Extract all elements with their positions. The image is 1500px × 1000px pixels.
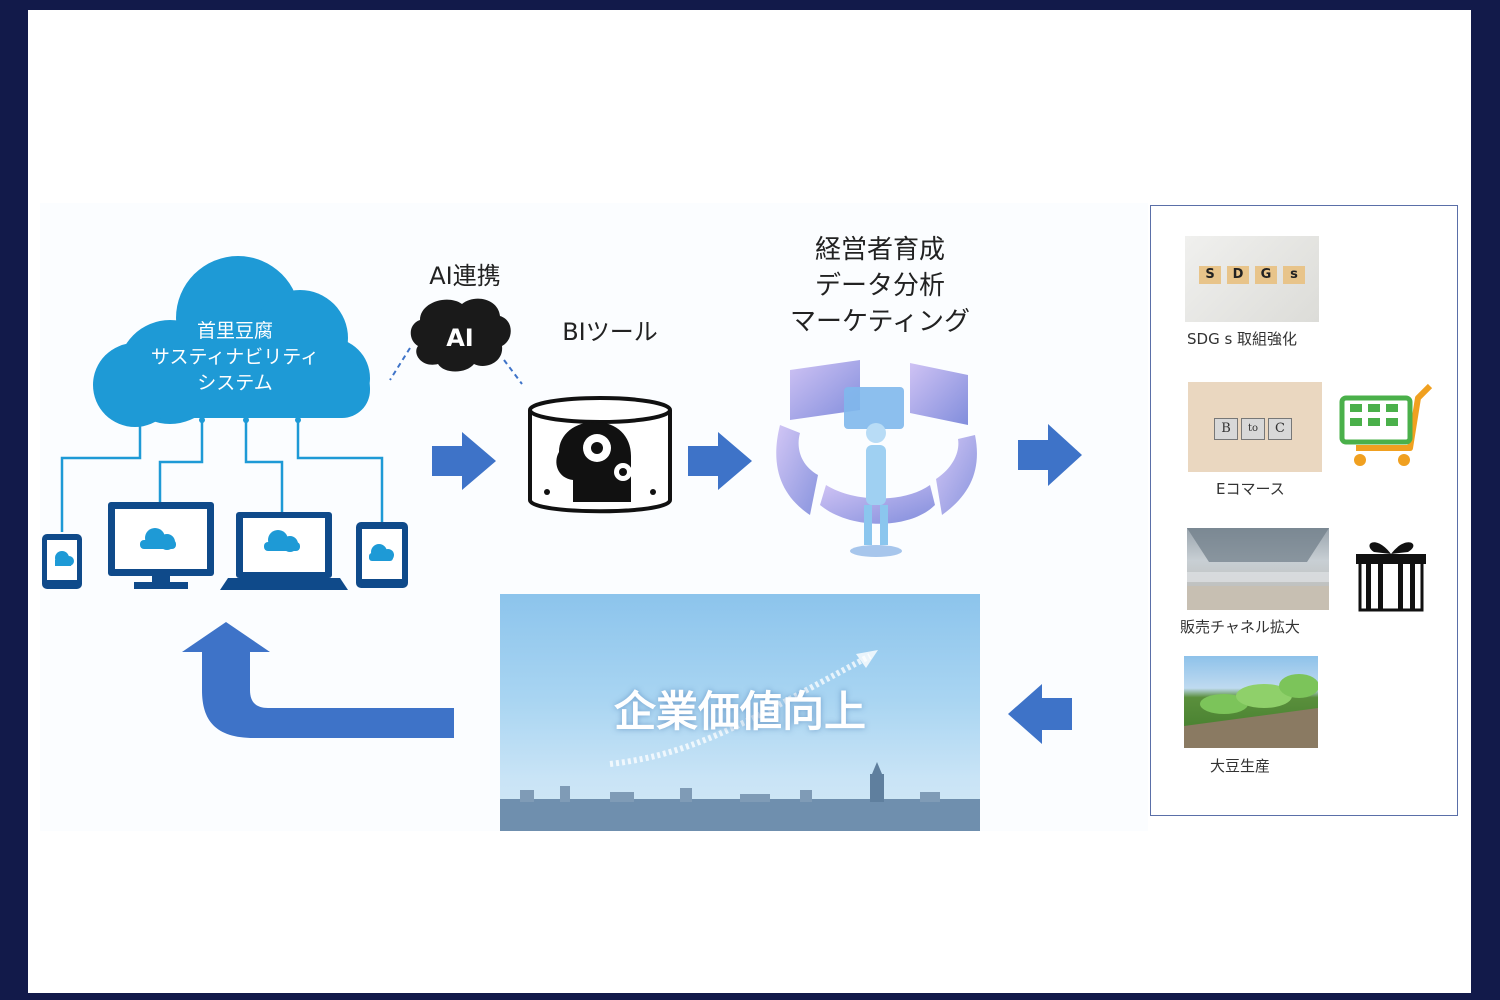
- cloud-title-line2: サスティナビリティ: [150, 346, 320, 368]
- sdgs-tile-2: D: [1227, 266, 1249, 284]
- connector-lines: [60, 418, 384, 532]
- b2c-tile-3: C: [1268, 418, 1292, 440]
- sdgs-label: SDG s 取組強化: [1187, 330, 1298, 348]
- laptop-icon: [220, 512, 348, 590]
- desktop-monitor-icon: [108, 502, 214, 589]
- banner-title: 企業価値向上: [613, 687, 866, 736]
- sdgs-tiles: S D G s: [1199, 266, 1305, 284]
- arrow-right-2: [688, 432, 752, 490]
- management-line3: マーケティング: [790, 307, 970, 337]
- sdgs-tile-3: G: [1255, 266, 1277, 284]
- ai-link-label: AI連携: [429, 262, 501, 290]
- b2c-photo: B to C: [1188, 382, 1322, 472]
- ai-badge: AI: [446, 324, 474, 352]
- b2c-tile-1: B: [1214, 418, 1238, 440]
- b2c-tiles: B to C: [1214, 418, 1292, 440]
- management-line1: 経営者育成: [814, 235, 945, 265]
- mall-interior-illustration: [1187, 528, 1329, 610]
- soybean-field-illustration: [1184, 674, 1318, 748]
- management-title: 経営者育成 データ分析 マーケティング: [760, 232, 1000, 340]
- ai-brain-icon: AI: [389, 298, 523, 385]
- corporate-value-banner: [500, 594, 980, 831]
- soybean-label: 大豆生産: [1210, 757, 1271, 775]
- cloud-title: 首里豆腐 サスティナビリティ システム: [110, 318, 360, 396]
- arrow-right-1: [432, 432, 496, 490]
- cloud-title-line1: 首里豆腐: [196, 320, 273, 342]
- analytics-hologram-image: [776, 360, 977, 557]
- arrow-left: [1008, 684, 1072, 744]
- phone-icon: [42, 534, 82, 589]
- cloud-title-line3: システム: [197, 372, 273, 394]
- sales-channel-label: 販売チャネル拡大: [1180, 618, 1300, 636]
- arrow-return: [182, 622, 454, 738]
- soybean-field-photo: [1184, 656, 1318, 748]
- sdgs-photo: S D G s: [1185, 236, 1319, 322]
- connector-caps: [137, 417, 301, 423]
- b2c-tile-2: to: [1241, 418, 1265, 440]
- bi-tool-icon: [528, 396, 672, 514]
- shopping-cart-icon: [1339, 383, 1433, 466]
- tablet-icon: [356, 522, 408, 588]
- management-line2: データ分析: [814, 271, 945, 301]
- sales-channel-photo: [1187, 528, 1329, 610]
- cloud-icon: [93, 256, 370, 427]
- ecommerce-label: Eコマース: [1216, 480, 1285, 498]
- cityscape-illustration: [500, 650, 980, 831]
- gift-box-icon: [1356, 542, 1426, 612]
- bi-tool-label: BIツール: [562, 318, 658, 346]
- sdgs-tile-4: s: [1283, 266, 1305, 284]
- arrow-right-3: [1018, 424, 1082, 486]
- sdgs-tile-1: S: [1199, 266, 1221, 284]
